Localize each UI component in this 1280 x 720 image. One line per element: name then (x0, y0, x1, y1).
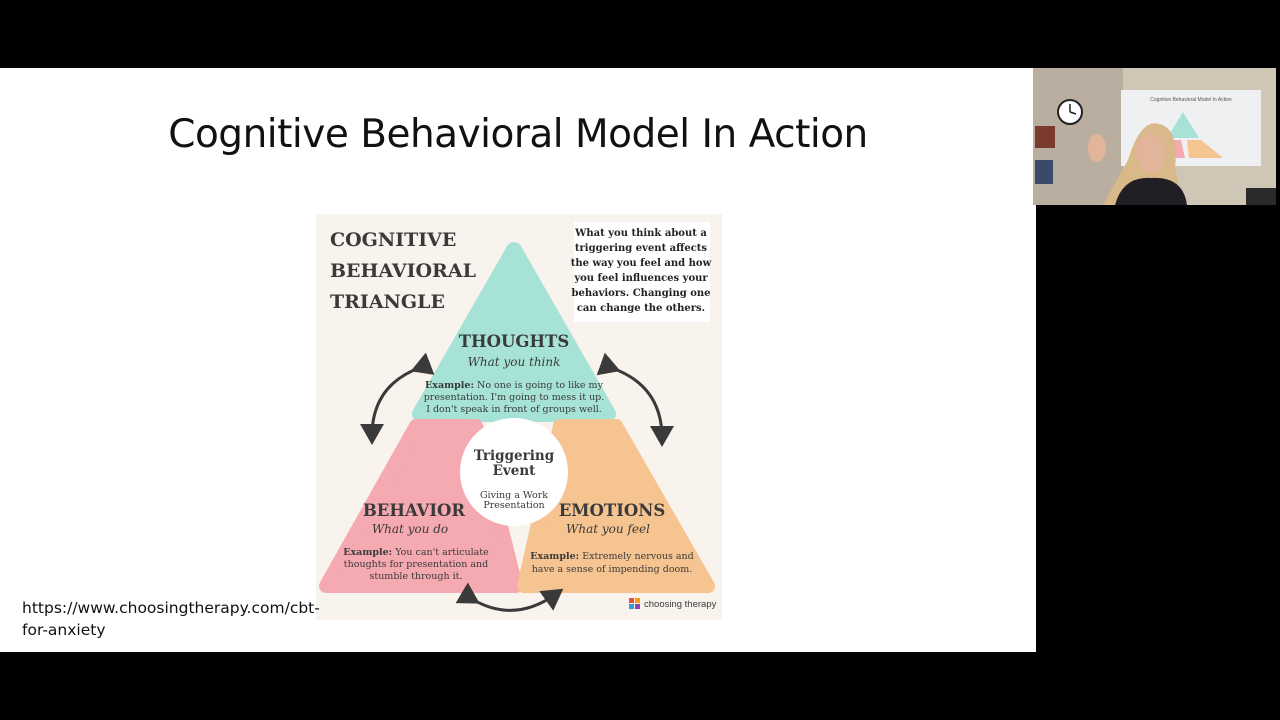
infographic-heading: COGNITIVE BEHAVIORAL TRIANGLE (330, 229, 476, 313)
example-line: thoughts for presentation and (344, 559, 488, 570)
logo-square (629, 598, 634, 603)
heading-line-2: BEHAVIORAL (330, 260, 476, 282)
emotions-title: EMOTIONS (559, 501, 666, 520)
description-line: you feel influences your (573, 273, 708, 284)
emotions-text: EMOTIONS What you feel Example: Extremel… (530, 501, 694, 575)
slide-title: Cognitive Behavioral Model In Action (168, 112, 868, 157)
source-url: https://www.choosingtherapy.com/cbt-for-… (22, 599, 320, 639)
example-line: I don't speak in front of groups well. (426, 404, 602, 415)
example-label: Example: (343, 547, 392, 558)
trigger-title: Event (493, 463, 537, 479)
description-line: What you think about a (574, 228, 707, 239)
example-line: stumble through it. (370, 571, 463, 582)
trigger-text: Triggering Event Giving a Work Presentat… (474, 448, 555, 511)
example-line: No one is going to like my (477, 380, 604, 391)
behavior-title: BEHAVIOR (363, 501, 466, 520)
example-label: Example: (530, 551, 579, 562)
brand-text: choosing therapy (644, 599, 717, 610)
example-line: Extremely nervous and (582, 551, 694, 562)
behavior-text: BEHAVIOR What you do Example: You can't … (343, 501, 489, 582)
example-label: Example: (425, 380, 474, 391)
description-line: the way you feel and how (571, 258, 712, 269)
svg-text:Example: You can't articulate: Example: You can't articulate (343, 547, 489, 558)
logo-square (635, 604, 640, 609)
trigger-subtitle: Giving a Work (480, 490, 548, 501)
svg-text:Example: Extremely nervous and: Example: Extremely nervous and (530, 551, 694, 562)
logo-square (635, 598, 640, 603)
cycle-arrow-right (596, 352, 674, 447)
description-box (574, 222, 710, 322)
description-line: behaviors. Changing one (571, 288, 710, 299)
projected-slide-title: Cognitive Behavioral Model In Action (1150, 97, 1232, 103)
cbt-triangle-infographic: COGNITIVE BEHAVIORAL TRIANGLE What you t… (316, 214, 722, 620)
infographic-canvas: COGNITIVE BEHAVIORAL TRIANGLE What you t… (319, 222, 717, 612)
behavior-subtitle: What you do (372, 522, 448, 536)
description-text: What you think about a triggering event … (571, 228, 712, 314)
trigger-title: Triggering (474, 448, 555, 464)
heading-line-1: COGNITIVE (330, 229, 456, 251)
thoughts-subtitle: What you think (468, 355, 561, 369)
trigger-circle (460, 418, 568, 526)
svg-text:Example: No one is going to li: Example: No one is going to like my (425, 380, 604, 391)
presenter-hand (1088, 134, 1106, 162)
trigger-subtitle: Presentation (483, 500, 544, 511)
description-line: can change the others. (577, 303, 705, 314)
choosing-therapy-logo: choosing therapy (629, 598, 717, 610)
webcam-video-feed: Cognitive Behavioral Model In Action (1033, 68, 1276, 205)
emotions-subtitle: What you feel (566, 522, 650, 536)
description-line: triggering event affects (575, 243, 708, 254)
webcam-image: Cognitive Behavioral Model In Action (1033, 68, 1276, 205)
thoughts-triangle (412, 242, 616, 422)
presenter-shirt (1115, 177, 1187, 205)
thoughts-text: THOUGHTS What you think Example: No one … (424, 332, 605, 415)
thoughts-title: THOUGHTS (459, 332, 570, 351)
cycle-arrow-left (360, 352, 435, 445)
presenter-face (1136, 133, 1166, 173)
example-line: You can't articulate (394, 547, 489, 558)
presentation-slide: Cognitive Behavioral Model In Action COG… (0, 68, 1036, 652)
example-line: have a sense of impending doom. (532, 564, 693, 575)
example-line: presentation. I'm going to mess it up. (424, 392, 605, 403)
logo-square (629, 604, 634, 609)
heading-line-3: TRIANGLE (330, 291, 445, 313)
cycle-arrow-bottom (455, 582, 564, 612)
